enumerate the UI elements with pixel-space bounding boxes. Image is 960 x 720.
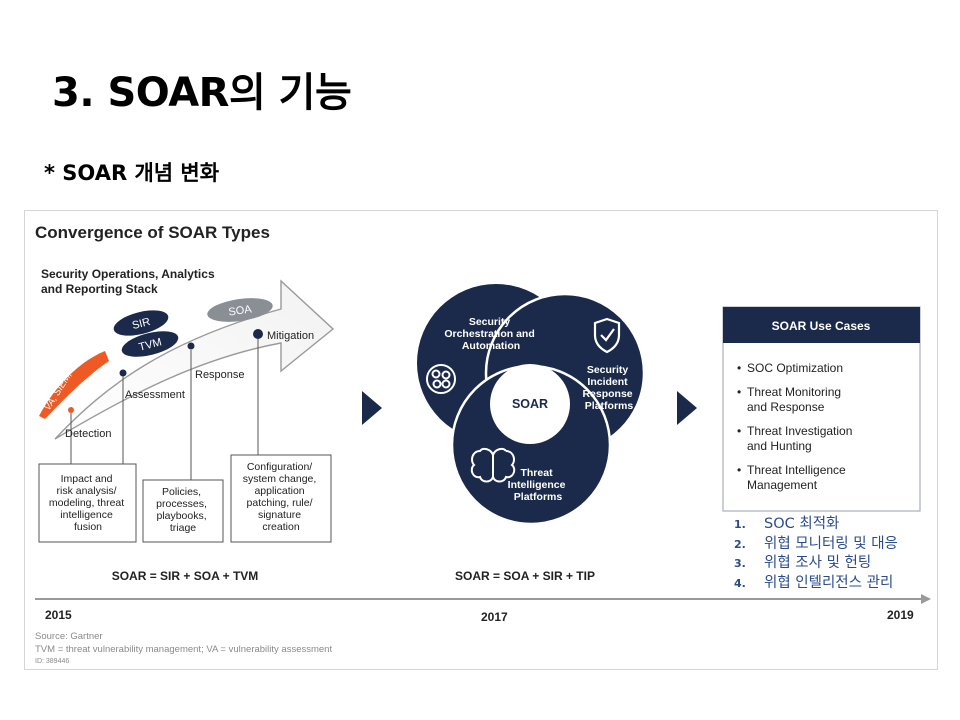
list-item: 1. SOC 최적화 [734,515,898,535]
stack-label-line1: Security Operations, Analytics [41,267,215,281]
use-case-item: Threat Investigation [747,424,852,438]
orchestration-icon [426,364,456,394]
use-case-item: Threat Intelligence [747,463,846,477]
list-number: 3. [734,557,746,570]
use-cases-title: SOAR Use Cases [772,319,871,333]
use-case-item: and Response [747,400,825,414]
timeline-arrowhead [921,594,931,604]
mitigation-dot [253,329,263,339]
response-dot [187,342,195,350]
stage-assessment: Assessment [125,389,185,401]
chevron-right-icon [362,391,382,425]
shield-check-icon [593,317,621,354]
tvm-label: TVM [138,336,163,353]
assessment-dot [119,369,127,377]
use-case-item: Management [747,478,818,492]
impact-box [38,463,137,543]
use-case-item: and Hunting [747,439,812,453]
figure-canvas: Convergence of SOAR Types Security Opera… [35,223,931,665]
list-item: 3. 위협 조사 및 헌팅 [734,554,898,574]
list-number: 4. [734,576,746,590]
soa-label: SOA [228,303,253,318]
soa-pill [207,298,273,322]
timeline-2015: 2015 [45,608,72,622]
stage-response: Response [195,369,245,381]
sir-pill [113,310,169,336]
soar-center-label: SOAR [512,397,548,411]
source-note: Source: Gartner [35,631,103,642]
tip-circle-label: Threat Intelligence Platforms [508,467,569,503]
soar-convergence-figure: Convergence of SOAR Types Security Opera… [24,210,938,670]
abbreviation-note: TVM = threat vulnerability management; V… [35,644,332,655]
stage-mitigation: Mitigation [267,330,314,342]
use-cases-header [723,307,920,343]
convergence-arrow [54,279,335,440]
list-number: 2. [734,537,746,551]
list-text: 위협 모니터링 및 대응 [764,535,898,552]
use-case-bullet: • [737,361,741,375]
slide-title: 3. SOAR의 기능 [52,70,352,116]
list-text: SOC 최적화 [764,516,840,532]
impact-box-text: Impact and risk analysis/ modeling, thre… [49,473,127,533]
timeline-2017: 2017 [481,610,508,624]
configuration-box [230,454,332,543]
soa-circle-label: Security Orchestration and Automation [444,316,537,352]
use-case-bullet: • [737,385,741,399]
figure-heading: Convergence of SOAR Types [35,223,270,242]
list-number: 1. [734,518,746,531]
list-item: 2. 위협 모니터링 및 대응 [734,535,898,555]
brain-icon [470,447,516,483]
korean-use-case-list: 1. SOC 최적화 2. 위협 모니터링 및 대응 3. 위협 조사 및 헌팅 4.… [734,515,898,593]
use-case-item: SOC Optimization [747,361,843,375]
timeline-2019: 2019 [887,608,914,622]
sirp-circle-label: Security Incident Response Platforms [582,364,635,412]
sir-label: SIR [131,316,152,332]
use-case-item: Threat Monitoring [747,385,841,399]
use-case-list: • SOC Optimization • Threat Monitoring a… [737,361,852,492]
list-text: 위협 조사 및 헌팅 [764,555,872,571]
figure-id: ID: 389446 [35,658,69,665]
use-case-bullet: • [737,463,741,477]
detection-dot [68,407,74,413]
chevron-right-icon [677,391,697,425]
stage-detection: Detection [65,428,111,440]
configuration-box-text: Configuration/ system change, applicatio… [243,461,319,533]
list-text: 위협 인텔리전스 관리 [764,574,894,591]
use-case-bullet: • [737,424,741,438]
list-item: 4. 위협 인텔리전스 관리 [734,574,898,594]
formula-2015: SOAR = SIR + SOA + TVM [112,569,259,583]
policies-box [142,479,224,543]
formula-2017: SOAR = SOA + SIR + TIP [455,569,595,583]
policies-box-text: Policies, processes, playbooks, triage [156,486,210,534]
tvm-pill [121,331,179,357]
soar-center-circle [490,364,570,444]
stack-label-line2: and Reporting Stack [41,282,158,296]
va-siem-shape [39,351,109,419]
slide-subtitle: * SOAR 개념 변화 [44,161,220,185]
